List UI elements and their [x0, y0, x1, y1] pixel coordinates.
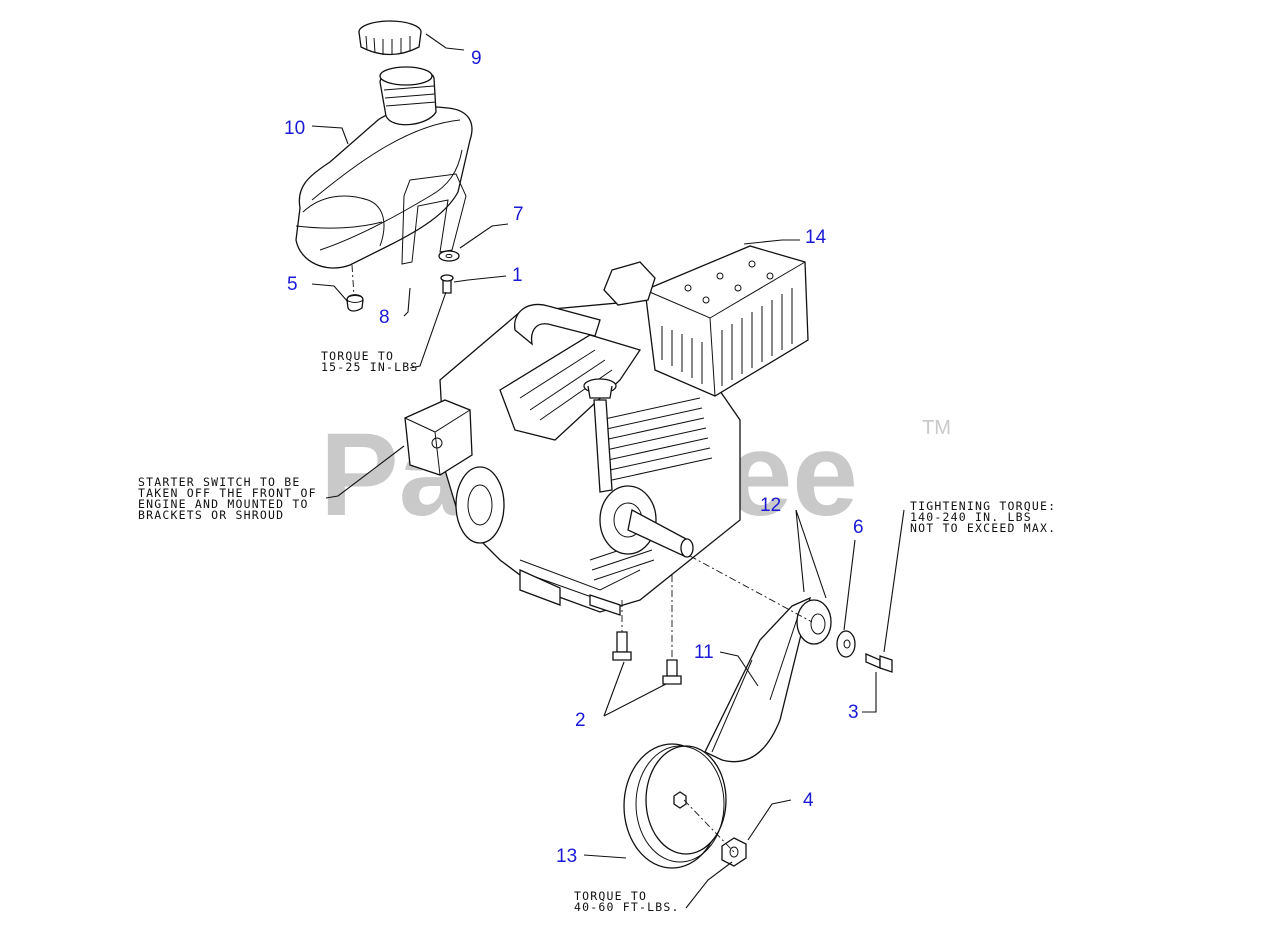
- belt-part[interactable]: [704, 596, 811, 763]
- callout-8: 8: [379, 307, 390, 328]
- tank-centerline: [351, 264, 355, 297]
- note-torque-small: TORQUE TO 15-25 IN-LBS: [321, 349, 418, 374]
- callout-7: 7: [513, 204, 524, 225]
- screw-part-1[interactable]: [440, 274, 454, 294]
- callout-3: 3: [848, 702, 859, 723]
- assembly-centerline: [689, 555, 813, 623]
- svg-text:15-25 IN-LBS: 15-25 IN-LBS: [321, 360, 418, 374]
- fuel-fitting-part-5[interactable]: [346, 294, 364, 312]
- washer-part-7[interactable]: [438, 250, 460, 262]
- watermark-trademark: TM: [922, 417, 951, 439]
- callout-12: 12: [760, 495, 781, 516]
- note-starter-switch: STARTER SWITCH TO BE TAKEN OFF THE FRONT…: [138, 475, 317, 522]
- svg-text:STARTER SWITCH TO BE: STARTER SWITCH TO BE: [138, 475, 300, 489]
- svg-text:TORQUE TO: TORQUE TO: [321, 349, 394, 363]
- note-tightening-torque: TIGHTENING TORQUE: 140-240 IN. LBS NOT T…: [910, 499, 1056, 535]
- svg-text:140-240 IN. LBS: 140-240 IN. LBS: [910, 510, 1032, 524]
- bolt-part-3[interactable]: [865, 653, 893, 673]
- svg-text:ENGINE AND MOUNTED TO: ENGINE AND MOUNTED TO: [138, 497, 309, 511]
- callout-4: 4: [803, 790, 814, 811]
- callout-6: 6: [853, 517, 864, 538]
- washer-part-6[interactable]: [836, 630, 856, 658]
- mounting-bolt-part-2a[interactable]: [612, 631, 632, 661]
- svg-text:40-60 FT-LBS.: 40-60 FT-LBS.: [574, 900, 680, 914]
- drive-pulley-part-12[interactable]: [796, 599, 832, 645]
- svg-text:NOT TO EXCEED MAX.: NOT TO EXCEED MAX.: [910, 521, 1056, 535]
- svg-text:TORQUE TO: TORQUE TO: [574, 889, 647, 903]
- callout-13: 13: [556, 846, 577, 867]
- mounting-bolt-part-2b[interactable]: [662, 659, 682, 685]
- callout-2: 2: [575, 710, 586, 731]
- callout-5: 5: [287, 274, 298, 295]
- callout-11: 11: [694, 642, 714, 663]
- nut-part-4[interactable]: [721, 837, 747, 867]
- svg-text:TAKEN OFF THE FRONT OF: TAKEN OFF THE FRONT OF: [138, 486, 317, 500]
- callout-9: 9: [471, 48, 482, 69]
- svg-text:BRACKETS OR SHROUD: BRACKETS OR SHROUD: [138, 508, 284, 522]
- engine-block-part[interactable]: [404, 299, 741, 616]
- svg-text:TIGHTENING TORQUE:: TIGHTENING TORQUE:: [910, 499, 1056, 513]
- callout-10: 10: [284, 118, 305, 139]
- callout-1: 1: [512, 265, 523, 286]
- fuel-tank-part[interactable]: [295, 66, 473, 269]
- callout-14: 14: [805, 227, 827, 248]
- pulley-centerline: [683, 799, 735, 853]
- muffler-part[interactable]: [603, 245, 809, 397]
- note-torque-pulley: TORQUE TO 40-60 FT-LBS.: [574, 889, 680, 914]
- fuel-cap-part[interactable]: [358, 20, 422, 56]
- auger-pulley-part-13[interactable]: [623, 743, 727, 869]
